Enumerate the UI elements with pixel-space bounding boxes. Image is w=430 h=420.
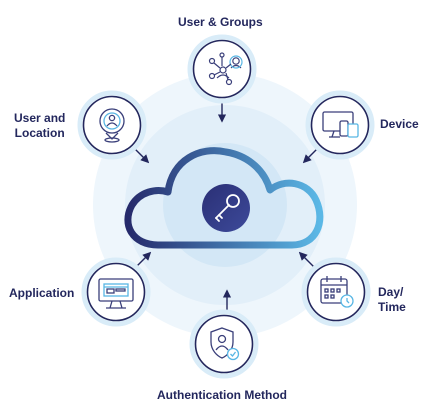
label-day-time-line2: Time (378, 300, 406, 314)
label-user-location-line2: Location (14, 126, 65, 140)
node-user-location (77, 90, 147, 160)
key-icon (202, 184, 250, 232)
devices-icon (322, 111, 359, 138)
node-day-time (301, 257, 371, 327)
calendar-clock-icon (320, 276, 354, 308)
arrow-user-location (133, 147, 150, 164)
cloud-shape (124, 147, 324, 249)
label-device: Device (380, 117, 419, 131)
label-day-time-line1: Day/ (378, 285, 404, 299)
user-location-icon (99, 108, 125, 143)
node-user-groups (187, 34, 257, 104)
arrow-day-time (298, 251, 315, 268)
node-auth-method (189, 309, 259, 379)
label-user-location: User and Location (14, 111, 65, 141)
label-user-groups: User & Groups (178, 15, 263, 29)
node-device (305, 90, 375, 160)
arrow-application (135, 251, 152, 268)
node-application (81, 257, 151, 327)
label-user-location-line1: User and (14, 111, 66, 125)
label-day-time: Day/ Time (378, 285, 406, 315)
user-network-icon (208, 52, 243, 86)
label-application: Application (9, 286, 75, 300)
shield-user-icon (210, 327, 240, 361)
label-auth-method: Authentication Method (157, 388, 287, 402)
arrow-device (302, 147, 319, 164)
monitor-app-icon (98, 278, 134, 309)
